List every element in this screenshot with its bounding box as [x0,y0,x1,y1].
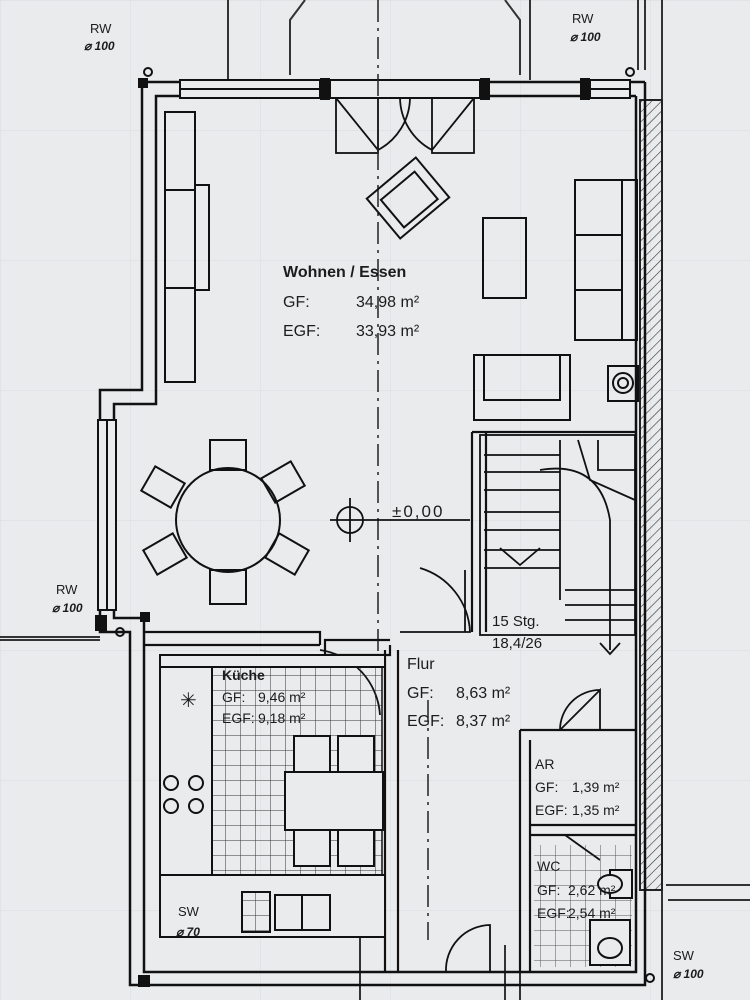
downpipe-symbols [95,67,655,983]
dining-table [139,439,311,605]
kitchen-table [284,735,384,867]
gf-value: 1,39 m² [572,779,620,795]
downpipe-type: SW [178,904,200,919]
room-ar-label: AR GF: 1,39 m² EGF: 1,35 m² [535,756,620,818]
room-name: WC [537,858,560,874]
level-mark: ±0,00 [392,502,444,521]
chimney-symbol [607,365,639,402]
windows [97,79,631,611]
gf-label: GF: [222,689,245,705]
downpipe-type: RW [572,11,594,26]
stairs-label: 15 Stg. 18,4/26 [492,613,542,652]
staircase [479,434,636,656]
egf-value: 33,93 m² [356,323,420,340]
room-kueche-label: Küche GF: 9,46 m² EGF: 9,18 m² [222,667,306,726]
downpipe-type: RW [90,21,112,36]
gf-label: GF: [407,685,434,702]
downpipe-label-kitchen: SW ⌀ 70 [176,904,200,939]
downpipe-label-bottom-right: SW ⌀ 100 [673,948,704,981]
downpipe-label-top-left: RW ⌀ 100 [84,21,115,53]
coffee-table [482,217,527,299]
egf-label: EGF: [535,802,568,818]
fridge-icon: ✳ [180,690,197,712]
armchair [365,156,451,240]
downpipe-size: ⌀ 100 [52,601,83,615]
gf-value: 2,62 m² [568,882,616,898]
level-mark-symbol [330,498,470,542]
room-wc-label: WC GF: 2,62 m² EGF: 2,54 m² [537,858,616,921]
downpipe-size: ⌀ 100 [570,30,601,44]
hatched-wall [639,99,663,891]
gf-label: GF: [283,294,310,311]
egf-value: 2,54 m² [568,905,616,921]
sofa [574,179,638,341]
wc-fixtures [589,869,633,966]
gf-value: 9,46 m² [258,689,306,705]
room-flur-label: Flur GF: 8,63 m² EGF: 8,37 m² [407,656,511,730]
gf-label: GF: [535,779,558,795]
downpipe-size: ⌀ 70 [176,925,200,939]
egf-label: EGF: [283,323,320,340]
egf-value: 8,37 m² [456,713,511,730]
gf-label: GF: [537,882,560,898]
sideboard [164,111,210,383]
room-name: Wohnen / Essen [283,264,406,281]
armchair-2 [473,354,571,421]
stairs-steps: 15 Stg. [492,613,540,630]
egf-value: 1,35 m² [572,802,620,818]
hall-tiles [328,660,378,740]
gf-value: 8,63 m² [456,685,511,702]
room-name: Küche [222,667,265,683]
downpipe-label-top-right: RW ⌀ 100 [570,11,601,44]
downpipe-size: ⌀ 100 [673,967,704,981]
kitchen-counter [159,654,386,938]
egf-label: EGF: [407,713,444,730]
downpipe-size: ⌀ 100 [84,39,115,53]
egf-value: 9,18 m² [258,710,306,726]
gf-value: 34,98 m² [356,294,420,311]
room-wohnen-label: Wohnen / Essen GF: 34,98 m² EGF: 33,93 m… [283,264,420,340]
egf-label: EGF: [222,710,255,726]
room-name: AR [535,756,554,772]
downpipe-label-left: RW ⌀ 100 [52,582,83,615]
egf-label: EGF: [537,905,570,921]
downpipe-type: SW [673,948,695,963]
room-name: Flur [407,656,435,673]
downpipe-type: RW [56,582,78,597]
stairs-dimensions: 18,4/26 [492,635,542,652]
exterior-walls [98,80,647,987]
